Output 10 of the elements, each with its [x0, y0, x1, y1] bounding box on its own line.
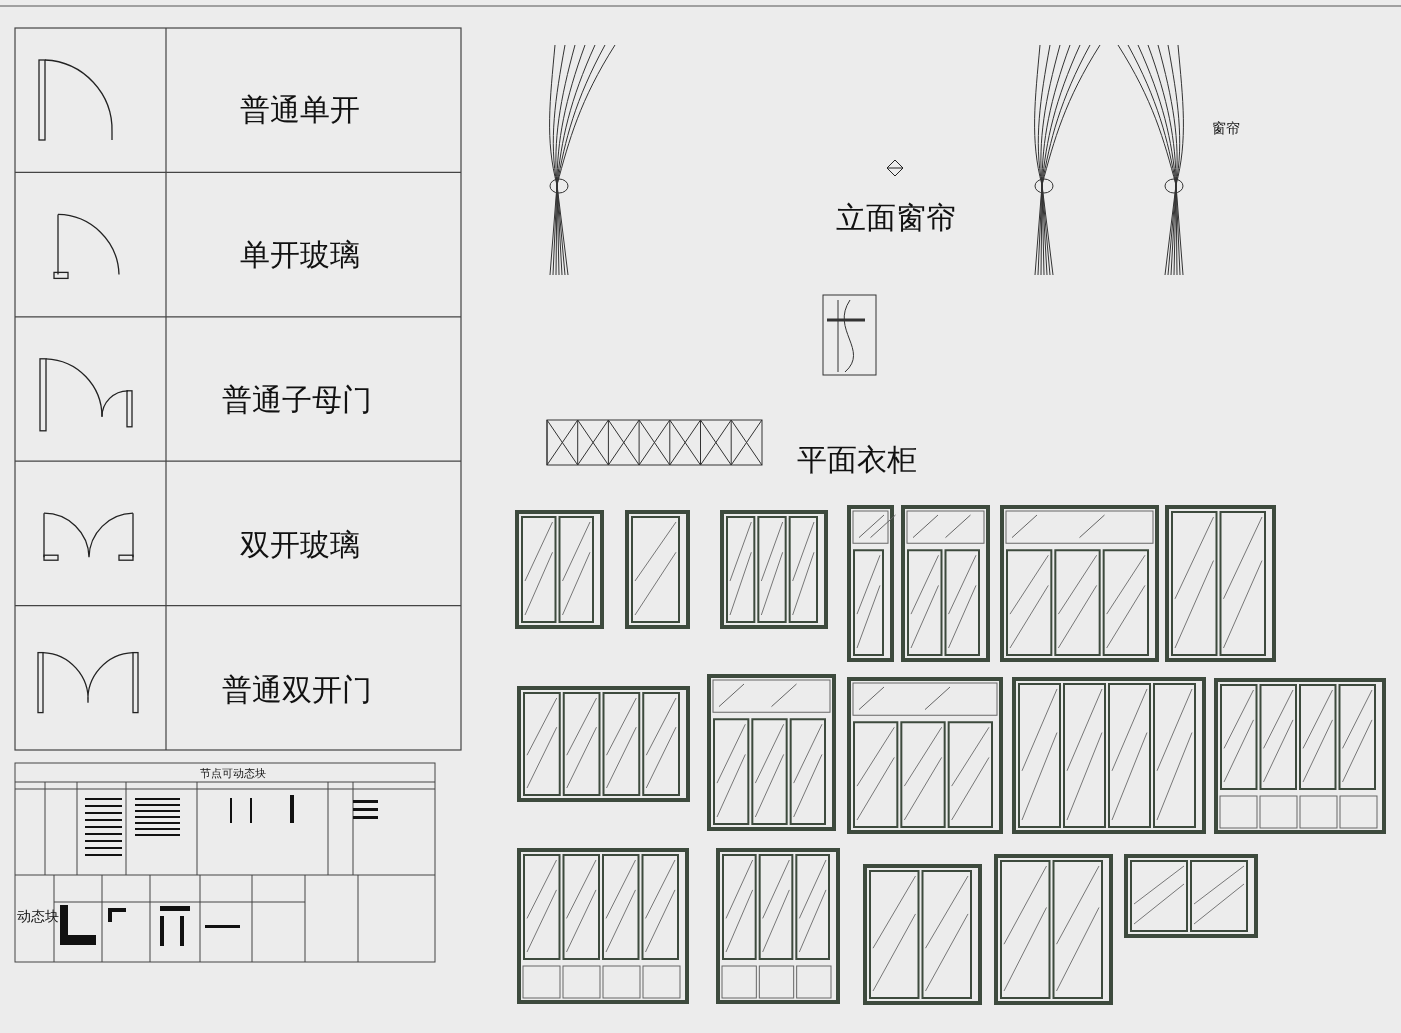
door-type-label: 单开玻璃: [240, 236, 360, 274]
wardrobe-plan-label: 平面衣柜: [797, 441, 917, 479]
curtain-label: 窗帘: [1212, 120, 1240, 138]
door-type-label: 普通单开: [240, 91, 360, 129]
door-type-label: 双开玻璃: [240, 526, 360, 564]
table-title: 节点可动态块: [200, 766, 266, 781]
row-heading: 动态块: [17, 908, 59, 926]
curtain-elevation-label: 立面窗帘: [836, 199, 956, 237]
door-type-label: 普通双开门: [222, 671, 372, 709]
door-type-label: 普通子母门: [222, 381, 372, 419]
